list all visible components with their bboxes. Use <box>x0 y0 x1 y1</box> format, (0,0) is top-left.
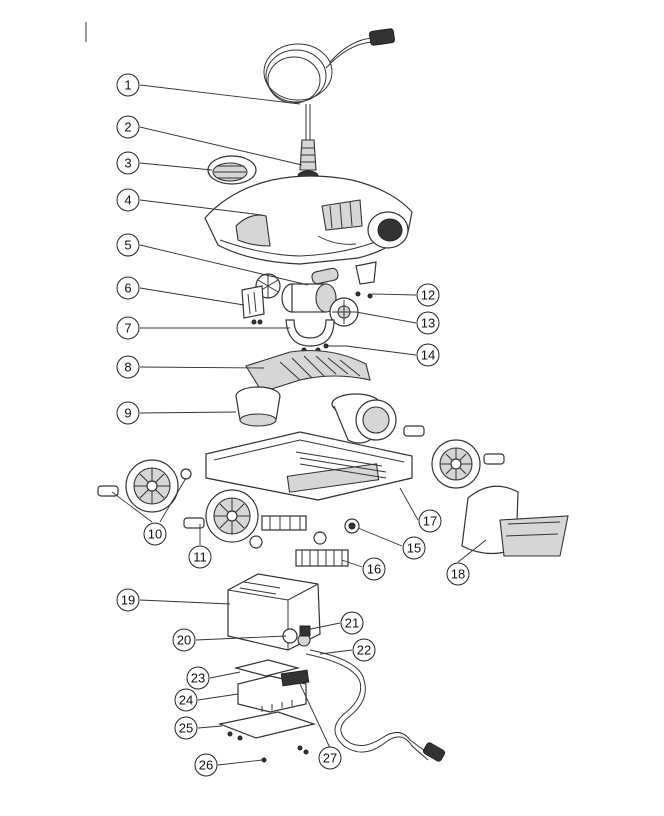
callout-17-label: 17 <box>423 514 437 529</box>
callout-15: 15 <box>402 536 426 560</box>
part-pump-motor <box>281 267 339 313</box>
callout-8-label: 8 <box>124 360 131 375</box>
callout-2-label: 2 <box>124 120 131 135</box>
part-cable-swivel <box>297 139 319 182</box>
part-wheel-right <box>431 439 481 489</box>
callout-14: 14 <box>416 343 440 367</box>
callout-15-label: 15 <box>407 541 421 556</box>
callout-11-label: 11 <box>193 550 207 565</box>
leader-lines <box>111 84 487 766</box>
part-intake-grille <box>207 155 257 185</box>
callout-1: 1 <box>116 73 140 97</box>
callout-27-label: 27 <box>323 751 337 766</box>
part-gear-washers <box>249 518 360 549</box>
part-switch-connector <box>282 625 311 647</box>
callout-10-label: 10 <box>148 527 162 542</box>
part-wheel-front <box>205 489 259 543</box>
callout-7: 7 <box>116 316 140 340</box>
callout-13-label: 13 <box>421 316 435 331</box>
callout-21: 21 <box>340 611 364 635</box>
part-filter-bags <box>461 485 569 557</box>
callout-3-label: 3 <box>124 156 131 171</box>
callout-23-label: 23 <box>191 671 205 686</box>
callout-19: 19 <box>116 588 140 612</box>
callout-17: 17 <box>418 509 442 533</box>
part-small-board <box>280 669 310 687</box>
callout-20-label: 20 <box>177 633 191 648</box>
part-brush-installed <box>261 515 307 531</box>
callout-27: 27 <box>318 746 342 770</box>
callout-26: 26 <box>194 753 218 777</box>
part-screws-14 <box>323 343 348 349</box>
part-motor-clip-left <box>241 285 265 325</box>
callout-4-label: 4 <box>124 193 131 208</box>
callout-4: 4 <box>116 188 140 212</box>
callout-13: 13 <box>416 311 440 335</box>
callout-19-label: 19 <box>121 593 135 608</box>
callout-2: 2 <box>116 115 140 139</box>
callout-11: 11 <box>188 545 212 569</box>
callout-22: 22 <box>352 638 376 662</box>
callout-5-label: 5 <box>124 238 131 253</box>
callout-16: 16 <box>362 557 386 581</box>
callout-10: 10 <box>143 522 167 546</box>
callout-18: 18 <box>446 562 470 586</box>
callout-7-label: 7 <box>124 321 131 336</box>
callout-9: 9 <box>116 401 140 425</box>
part-control-box <box>227 573 321 651</box>
part-gasket <box>233 659 301 677</box>
callout-5: 5 <box>116 233 140 257</box>
part-axle-bushings <box>97 425 505 529</box>
callout-9-label: 9 <box>124 406 131 421</box>
callout-18-label: 18 <box>451 567 465 582</box>
part-wheel-left <box>125 459 179 513</box>
callout-6: 6 <box>116 276 140 300</box>
callout-8: 8 <box>116 355 140 379</box>
callout-24-label: 24 <box>179 693 193 708</box>
part-top-cover <box>204 175 413 265</box>
callout-1-label: 1 <box>124 78 131 93</box>
callout-24: 24 <box>174 688 198 712</box>
callout-20: 20 <box>172 628 196 652</box>
part-brush-16 <box>295 549 349 567</box>
callout-3: 3 <box>116 151 140 175</box>
callout-6-label: 6 <box>124 281 131 296</box>
callout-12: 12 <box>416 283 440 307</box>
callout-26-label: 26 <box>199 758 213 773</box>
callout-22-label: 22 <box>357 643 371 658</box>
part-base-plate <box>217 711 317 763</box>
part-bracket-right <box>355 261 377 299</box>
callout-12-label: 12 <box>421 288 435 303</box>
part-filter-tray <box>245 349 371 393</box>
callout-14-label: 14 <box>421 348 435 363</box>
callout-25-label: 25 <box>179 721 193 736</box>
part-power-cable <box>305 649 446 762</box>
callout-21-label: 21 <box>345 616 359 631</box>
part-chassis-body <box>205 431 413 501</box>
part-wheel-rear <box>355 399 397 441</box>
part-floating-cable-coil <box>263 28 395 140</box>
part-drive-motor <box>329 297 359 327</box>
part-suction-funnel <box>235 386 281 427</box>
callout-23: 23 <box>186 666 210 690</box>
callout-25: 25 <box>174 716 198 740</box>
callout-16-label: 16 <box>367 562 381 577</box>
